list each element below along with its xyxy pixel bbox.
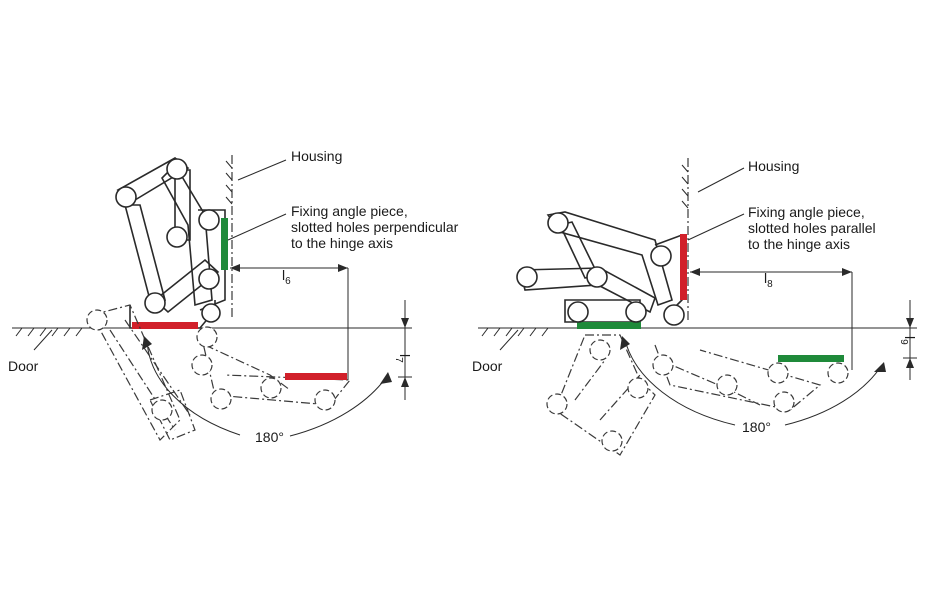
right-angle-label: 180° bbox=[742, 419, 771, 435]
right-door-surface bbox=[478, 327, 912, 351]
right-housing-wall bbox=[681, 158, 689, 320]
left-open-hinge bbox=[86, 304, 352, 441]
left-pivot-holes bbox=[115, 158, 221, 323]
left-horizontal-dim-label: l6 bbox=[282, 267, 291, 287]
right-housing-label: Housing bbox=[748, 158, 799, 174]
right-fixing-leader bbox=[687, 213, 745, 241]
right-fixing-label: Fixing angle piece, slotted holes parall… bbox=[748, 204, 880, 252]
left-fixing-leader bbox=[227, 213, 287, 241]
left-housing-leader bbox=[237, 159, 287, 181]
right-vertical-dimension bbox=[903, 300, 917, 380]
left-housing-label: Housing bbox=[291, 148, 342, 164]
left-vertical-dim-label: l7 bbox=[393, 354, 413, 363]
right-horizontal-dim-label: l8 bbox=[764, 270, 773, 290]
left-housing-plate bbox=[221, 218, 228, 270]
right-vertical-dim-label: l9 bbox=[898, 336, 918, 345]
left-horizontal-dimension bbox=[230, 264, 349, 380]
right-door-plate bbox=[577, 322, 641, 329]
left-fixing-label: Fixing angle piece, slotted holes perpen… bbox=[291, 203, 462, 251]
right-open-plate bbox=[778, 355, 844, 362]
left-angle-arc bbox=[142, 336, 392, 437]
left-open-plate bbox=[285, 373, 347, 380]
left-hinge-figure: 180° l6 l7 Housing Fixing angle piece, s… bbox=[8, 148, 462, 445]
left-door-label: Door bbox=[8, 358, 39, 374]
right-pivot-holes bbox=[516, 212, 685, 326]
right-angle-arc bbox=[620, 336, 886, 426]
right-housing-plate bbox=[680, 234, 687, 300]
left-angle-label: 180° bbox=[255, 429, 284, 445]
left-vertical-dimension bbox=[398, 300, 412, 400]
left-door-plate bbox=[132, 322, 198, 329]
right-hinge-figure: 180° l8 l9 Housing Fixing angle piece, s… bbox=[472, 158, 918, 456]
right-horizontal-dimension bbox=[690, 268, 853, 370]
left-housing-wall bbox=[225, 155, 233, 320]
right-housing-leader bbox=[697, 167, 745, 193]
right-door-label: Door bbox=[472, 358, 503, 374]
right-open-hinge bbox=[546, 334, 849, 456]
